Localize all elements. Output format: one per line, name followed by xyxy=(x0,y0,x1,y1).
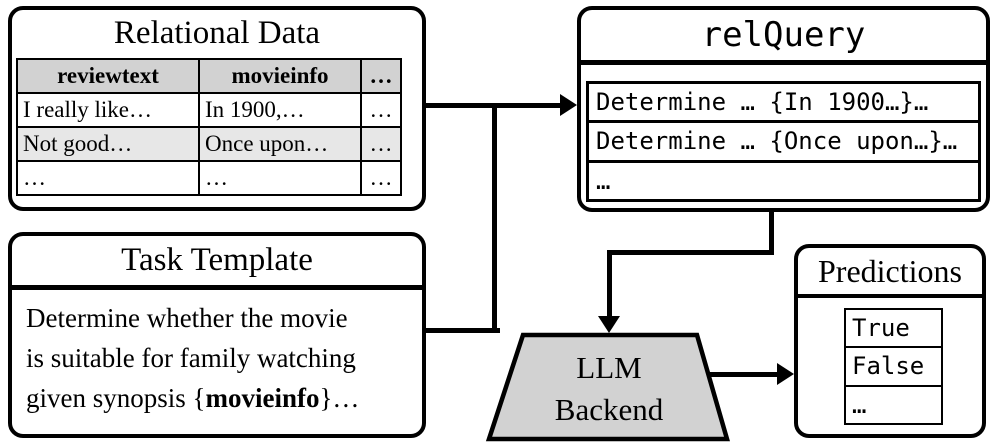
table-header-row: reviewtext movieinfo … xyxy=(16,58,402,94)
task-template-box: Task Template Determine whether the movi… xyxy=(8,232,426,438)
table-row: … … … xyxy=(16,160,402,196)
prediction-row: … xyxy=(852,390,867,419)
relquery-box: relQuery Determine … {In 1900…}… Determi… xyxy=(577,6,990,212)
column-header: … xyxy=(360,58,402,94)
predictions-box: Predictions True False … xyxy=(794,244,986,438)
arrowhead-into-llm-icon xyxy=(598,316,620,333)
relquery-title: relQuery xyxy=(581,10,986,65)
table-cell: … xyxy=(360,92,402,128)
table-cell: Once upon… xyxy=(198,126,362,162)
arrowhead-into-relquery-icon xyxy=(560,94,577,116)
query-row: Determine … {Once upon…}… xyxy=(589,123,978,163)
llm-backend-line2: Backend xyxy=(554,392,664,427)
task-body-line3-prefix: given synopsis { xyxy=(26,383,206,413)
task-body-field-ref: movieinfo xyxy=(205,383,320,413)
wire-tasktemplate-stub xyxy=(426,328,500,333)
wire-relquery-to-llm-drop xyxy=(607,250,612,317)
task-body-line1: Determine whether the movie xyxy=(26,303,348,333)
task-body-line3-suffix: }… xyxy=(319,383,360,413)
relational-data-title: Relational Data xyxy=(113,15,321,51)
wire-relquery-to-llm-horizontal xyxy=(607,250,774,255)
wire-relquery-drop xyxy=(769,208,774,255)
wire-llm-to-predictions xyxy=(707,372,781,377)
llm-backend-node: LLM Backend xyxy=(484,330,734,444)
table-cell: … xyxy=(198,160,362,196)
relquery-list: Determine … {In 1900…}… Determine … {Onc… xyxy=(586,81,981,202)
table-row: Not good… Once upon… … xyxy=(16,126,402,162)
table-cell: … xyxy=(360,160,402,196)
query-row: … xyxy=(596,166,611,195)
prediction-row: True xyxy=(846,310,941,349)
task-body-line2: is suitable for family watching xyxy=(26,343,356,373)
column-header: reviewtext xyxy=(16,58,200,94)
table-cell: … xyxy=(360,126,402,162)
table-cell: … xyxy=(16,160,200,196)
table-cell: In 1900,… xyxy=(198,92,362,128)
query-row: Determine … {In 1900…}… xyxy=(589,84,978,124)
task-template-title: Task Template xyxy=(121,242,313,278)
predictions-header: Predictions xyxy=(798,248,982,298)
prediction-row: False xyxy=(846,348,941,387)
column-header: movieinfo xyxy=(198,58,362,94)
predictions-list: True False … xyxy=(844,308,943,425)
table-row: I really like… In 1900,… … xyxy=(16,92,402,128)
llm-backend-label: LLM Backend xyxy=(484,330,734,444)
predictions-title: Predictions xyxy=(818,253,962,289)
task-template-body: Determine whether the movie is suitable … xyxy=(12,290,422,418)
trapezoid-shape-icon xyxy=(485,332,730,442)
table-cell: Not good… xyxy=(16,126,200,162)
task-template-header: Task Template xyxy=(12,236,422,290)
llm-backend-line1: LLM xyxy=(576,350,642,385)
wire-tasktemplate-riser xyxy=(492,103,497,333)
relational-data-table: reviewtext movieinfo … I really like… In… xyxy=(16,58,402,196)
arrowhead-into-predictions-icon xyxy=(777,363,794,385)
relational-data-box: Relational Data reviewtext movieinfo … I… xyxy=(8,6,426,211)
table-cell: I really like… xyxy=(16,92,200,128)
